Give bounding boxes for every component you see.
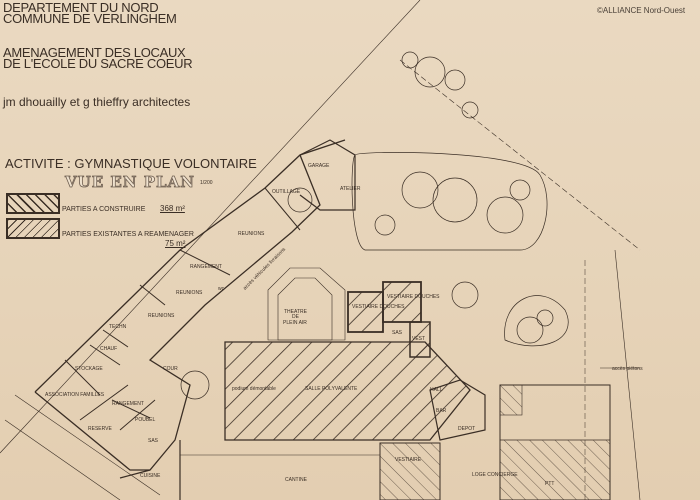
activity-title: ACTIVITE : GYMNASTIQUE VOLONTAIRE	[5, 156, 257, 171]
legend-area-existing: 75 m²	[165, 239, 186, 248]
label-chauf: CHAUF	[100, 346, 117, 352]
label-vestiaire-douches: VESTIAIRE DOUCHES	[352, 304, 405, 310]
label-acces-pietons: accès piétons	[612, 366, 643, 372]
label-rangement: RANGEMENT	[190, 264, 222, 270]
label-outillage: OUTILLAGE	[272, 189, 301, 195]
label-reunions: REUNIONS	[238, 231, 265, 237]
label-poubel: POUBEL	[135, 417, 156, 423]
view-title: VUE EN PLAN	[65, 173, 195, 192]
label-techn: TECHN	[109, 324, 127, 330]
label-cour: COUR	[163, 366, 178, 372]
salle-polyvalente-area	[224, 341, 471, 441]
label-reunions: REUNIONS	[148, 313, 175, 319]
architects: jm dhouailly et g thieffry architectes	[3, 95, 191, 109]
label-wc: wc	[218, 286, 225, 292]
label-rangement: RANGEMENT	[112, 401, 144, 407]
tree-groups	[180, 51, 569, 400]
label-reunions: REUNIONS	[176, 290, 203, 296]
project-title-1: AMENAGEMENT DES LOCAUX	[3, 45, 186, 60]
legend-area-new: 368 m²	[160, 204, 185, 213]
scale: 1/200	[200, 180, 213, 186]
legend-swatch-existing	[6, 218, 60, 239]
label-sas: SAS	[392, 330, 403, 336]
label-sas: SAS	[148, 438, 159, 444]
legend-label-existing: PARTIES EXISTANTES A REAMENAGER	[62, 231, 194, 238]
label-podium: podium démontable	[232, 386, 276, 392]
department-title: DEPARTEMENT DU NORD	[3, 0, 159, 15]
site-boundary	[0, 0, 421, 454]
label-cantine: CANTINE	[285, 477, 308, 483]
label-atelier: ATELIER	[340, 186, 361, 192]
label-vestiaire: VESTIAIRE	[395, 457, 422, 463]
label-ptt: PTT	[545, 481, 554, 487]
label-association-familles: ASSOCIATION FAMILLES	[45, 392, 105, 398]
label-loge-concierge: LOGE CONCIERGE	[472, 472, 518, 478]
label-vestiaire-douches: VESTIAIRE DOUCHES	[387, 294, 440, 300]
label-cuisine: CUISINE	[140, 473, 161, 479]
label-vest: VEST	[412, 336, 425, 342]
legend-swatch-new	[6, 193, 60, 214]
label-theatre: THEATRE	[284, 309, 308, 315]
label-bar: BAR	[436, 408, 447, 414]
label-hall: HALL	[430, 387, 443, 393]
legend-label-new: PARTIES A CONSTRUIRE	[62, 206, 146, 213]
label-salle-polyvalente: SALLE POLYVALENTE	[305, 386, 358, 392]
label-depot: DEPOT	[458, 426, 475, 432]
label-stockage: STOCKAGE	[75, 366, 103, 372]
copyright: ©ALLIANCE Nord-Ouest	[597, 6, 686, 15]
label-theatre: DE	[292, 314, 300, 320]
label-garage: GARAGE	[308, 163, 330, 169]
label-reserve: RESERVE	[88, 426, 112, 432]
project-title-2: DE L'ECOLE DU SACRE COEUR	[3, 56, 193, 71]
label-theatre: PLEIN AIR	[283, 320, 307, 326]
commune-title: COMMUNE DE VERLINGHEM	[3, 11, 177, 26]
